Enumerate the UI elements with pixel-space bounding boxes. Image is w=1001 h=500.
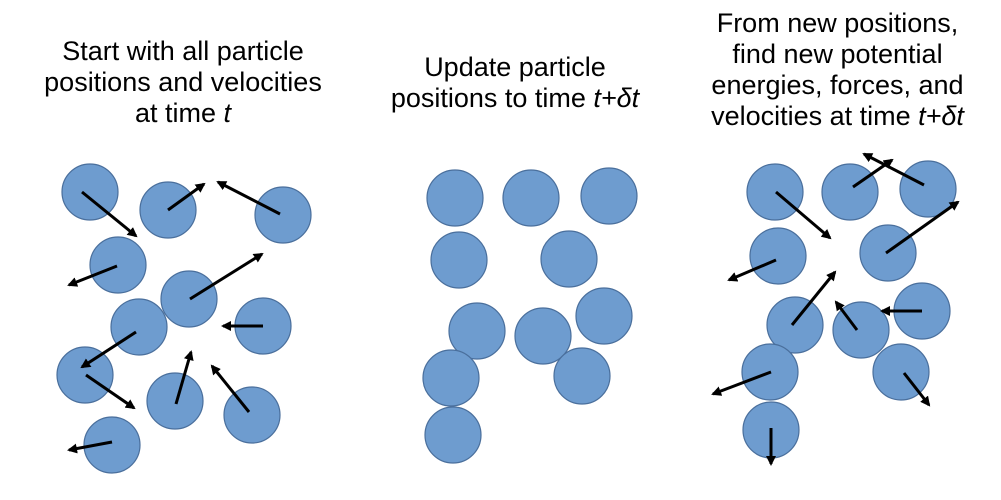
particle bbox=[160, 270, 218, 328]
panel3-caption-variable: t+δt bbox=[918, 101, 964, 131]
velocity-arrow bbox=[81, 190, 138, 238]
particle bbox=[89, 236, 147, 294]
particle bbox=[422, 349, 480, 407]
particle bbox=[223, 386, 281, 444]
panel3-particles bbox=[741, 160, 957, 459]
particle bbox=[575, 287, 633, 345]
panel3-caption: From new positions, find new potential e… bbox=[680, 8, 995, 132]
velocity-arrow bbox=[189, 252, 264, 301]
panel1-caption-line1: Start with all particle bbox=[62, 36, 304, 66]
particle bbox=[580, 167, 638, 225]
velocity-arrow bbox=[775, 190, 832, 240]
particle bbox=[426, 169, 484, 227]
velocity-arrow bbox=[862, 152, 925, 187]
panel1-caption-line3-text: at time bbox=[134, 98, 224, 128]
panel2-caption: Update particle positions to time t+δt bbox=[360, 52, 670, 114]
velocity-arrow bbox=[80, 330, 137, 369]
panel3-caption-line3: energies, forces, and bbox=[711, 70, 964, 100]
panel2-caption-line2-text: positions to time bbox=[390, 83, 594, 113]
velocity-arrow bbox=[67, 440, 113, 454]
particle bbox=[766, 296, 824, 354]
panel2-caption-variable: t+δt bbox=[593, 83, 640, 113]
panel3-caption-line1: From new positions, bbox=[716, 8, 959, 38]
velocity-arrow bbox=[216, 180, 281, 216]
panel3-caption-line4: velocities at time t+δt bbox=[680, 101, 995, 132]
panel1-velocity-arrows bbox=[67, 180, 281, 454]
particle bbox=[448, 302, 506, 360]
particle bbox=[749, 227, 807, 285]
velocity-arrow bbox=[790, 270, 837, 326]
panel1-caption-line3: at time t bbox=[18, 98, 348, 129]
velocity-arrow bbox=[727, 258, 777, 282]
panel1-particles bbox=[56, 163, 312, 474]
particle bbox=[83, 416, 141, 474]
velocity-arrow bbox=[711, 370, 772, 396]
particle bbox=[254, 186, 312, 244]
panel1-caption: Start with all particle positions and ve… bbox=[18, 36, 348, 129]
panel2-particles bbox=[422, 167, 638, 464]
particle bbox=[56, 346, 114, 404]
panel3-caption-line2: find new potential bbox=[732, 39, 943, 69]
panel1-caption-variable: t bbox=[223, 98, 232, 128]
velocity-arrow bbox=[834, 300, 859, 331]
particle bbox=[899, 160, 957, 218]
particle bbox=[553, 347, 611, 405]
particle bbox=[540, 230, 598, 288]
panel1-caption-line2: positions and velocities bbox=[44, 67, 322, 97]
particle bbox=[746, 163, 804, 221]
particle bbox=[146, 372, 204, 430]
particle bbox=[424, 406, 482, 464]
velocity-arrow bbox=[67, 264, 118, 287]
panel2-caption-line1: Update particle bbox=[424, 52, 606, 82]
particle bbox=[872, 343, 930, 401]
panel2-caption-line2: positions to time t+δt bbox=[360, 83, 670, 114]
velocity-arrow bbox=[174, 350, 194, 405]
velocity-arrow bbox=[885, 200, 960, 255]
panel3-velocity-arrows bbox=[711, 152, 960, 466]
velocity-arrow bbox=[85, 373, 136, 410]
velocity-arrow bbox=[210, 364, 251, 413]
particle bbox=[514, 307, 572, 365]
velocity-arrow bbox=[902, 372, 931, 407]
particle bbox=[502, 169, 560, 227]
particle bbox=[430, 231, 488, 289]
particle bbox=[61, 163, 119, 221]
velocity-arrow bbox=[167, 182, 206, 212]
particle bbox=[110, 298, 168, 356]
particle bbox=[821, 163, 879, 221]
panel3-caption-line4-text: velocities at time bbox=[711, 101, 919, 131]
